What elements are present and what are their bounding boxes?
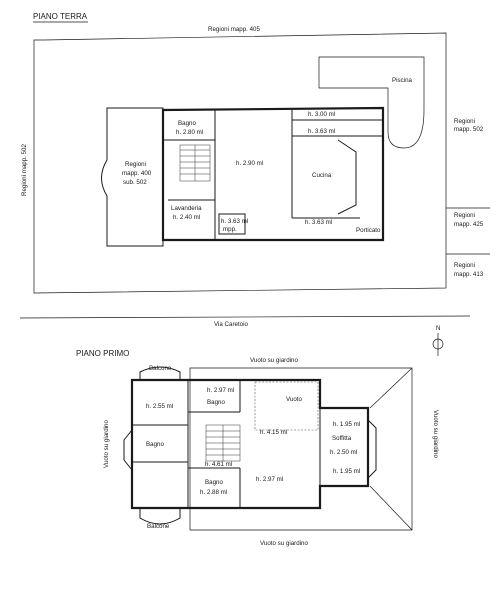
west-annex-label: Regioni <box>125 161 146 168</box>
ff-bagno-bottom-label: Bagno <box>205 479 223 486</box>
ff-soffitta-height: h. 2.50 ml <box>330 449 357 456</box>
roof-ridge-2 <box>369 485 413 531</box>
kitchen-bay <box>337 139 357 215</box>
first-floor-title: PIANO PRIMO <box>76 349 129 358</box>
parcel-left-label: Regioni mapp. 502 <box>21 144 28 196</box>
ground-lavanderia-label: Lavanderia <box>171 205 202 212</box>
ground-bagno-label: Bagno <box>178 120 196 127</box>
ground-stairs <box>179 144 211 182</box>
ff-bagno-top-height: h. 2.97 ml <box>207 387 234 394</box>
roof-ridge-1 <box>369 367 413 409</box>
ground-small-height: h. 3.63 ml <box>221 218 248 225</box>
ff-center-height: h. 4.15 ml <box>260 429 287 436</box>
west-annex-sub-1: mapp. 400 <box>122 170 152 177</box>
property-boundary <box>33 32 447 294</box>
garden-top-label: Vuoto su giardino <box>250 357 298 364</box>
ff-soffitta-top-height: h. 1.95 ml <box>333 421 360 428</box>
pool-outline <box>318 56 425 149</box>
soffitta-bay <box>367 419 377 479</box>
west-annex-outline <box>101 107 164 247</box>
ff-bagno-left-label: Bagno <box>146 441 164 448</box>
vuoto-area <box>254 381 319 431</box>
garden-bottom-label: Vuoto su giardino <box>260 540 308 547</box>
ff-soffitta-bottom-height: h. 1.95 ml <box>333 468 360 475</box>
parcel-right-b-label: Regioni <box>454 212 475 219</box>
street-label: Via Caretoio <box>214 321 248 328</box>
small-room <box>218 213 246 235</box>
ground-floor-title: PIANO TERRA <box>33 12 88 21</box>
ground-mid-height: h. 3.63 ml <box>308 128 335 135</box>
first-floor-outline <box>130 378 370 510</box>
ff-bagno-top-label: Bagno <box>207 399 225 406</box>
west-annex-sub-2: sub. 502 <box>123 179 147 186</box>
balcone-bottom-shape <box>139 508 181 525</box>
balcone-bottom-label: Balcone <box>147 523 170 530</box>
parcel-right-c-label: Regioni <box>454 262 475 269</box>
parcel-right-a-sub: mapp. 502 <box>454 126 484 133</box>
ff-left-height: h. 2.55 ml <box>146 403 173 410</box>
parcel-right-b-sub: mapp. 425 <box>454 221 484 228</box>
parcel-right-c-sub: mapp. 413 <box>454 271 484 278</box>
ff-bottom-height: h. 2.97 ml <box>256 476 283 483</box>
ff-bagno-bottom-height: h. 2.88 ml <box>200 489 227 496</box>
north-arrow-icon: N <box>432 325 444 356</box>
ground-top-height: h. 3.00 ml <box>308 111 335 118</box>
balcone-top-label: Balcone <box>149 365 172 372</box>
house-outline <box>161 106 385 242</box>
ground-bagno-height: h. 2.80 ml <box>176 129 203 136</box>
ground-cucina-height: h. 3.63 ml <box>305 219 332 226</box>
ff-vuoto-label: Vuoto <box>286 396 302 403</box>
parcel-right-a-label: Regioni <box>454 118 475 125</box>
svg-text:N: N <box>436 325 440 332</box>
ff-stair-height: h. 4.61 ml <box>205 461 232 468</box>
pool-label: Piscina <box>392 77 413 84</box>
ground-small-note: mpp. <box>223 226 237 233</box>
ground-lavanderia-height: h. 2.40 ml <box>173 214 200 221</box>
garden-left-label: Vuoto su giardino <box>103 420 110 468</box>
ff-soffitta-label: Soffitta <box>332 435 352 442</box>
first-stairs <box>205 424 241 462</box>
balcone-top-shape <box>139 366 181 380</box>
left-bay <box>123 429 133 471</box>
parcel-top-label: Regioni mapp. 405 <box>208 26 260 33</box>
ground-main-height: h. 2.90 ml <box>236 160 263 167</box>
ground-cucina-label: Cucina <box>312 172 332 179</box>
garden-right-label: Vuoto su giardino <box>432 410 439 458</box>
ground-porticato-label: Porticato <box>356 227 381 234</box>
street-line <box>19 315 471 319</box>
